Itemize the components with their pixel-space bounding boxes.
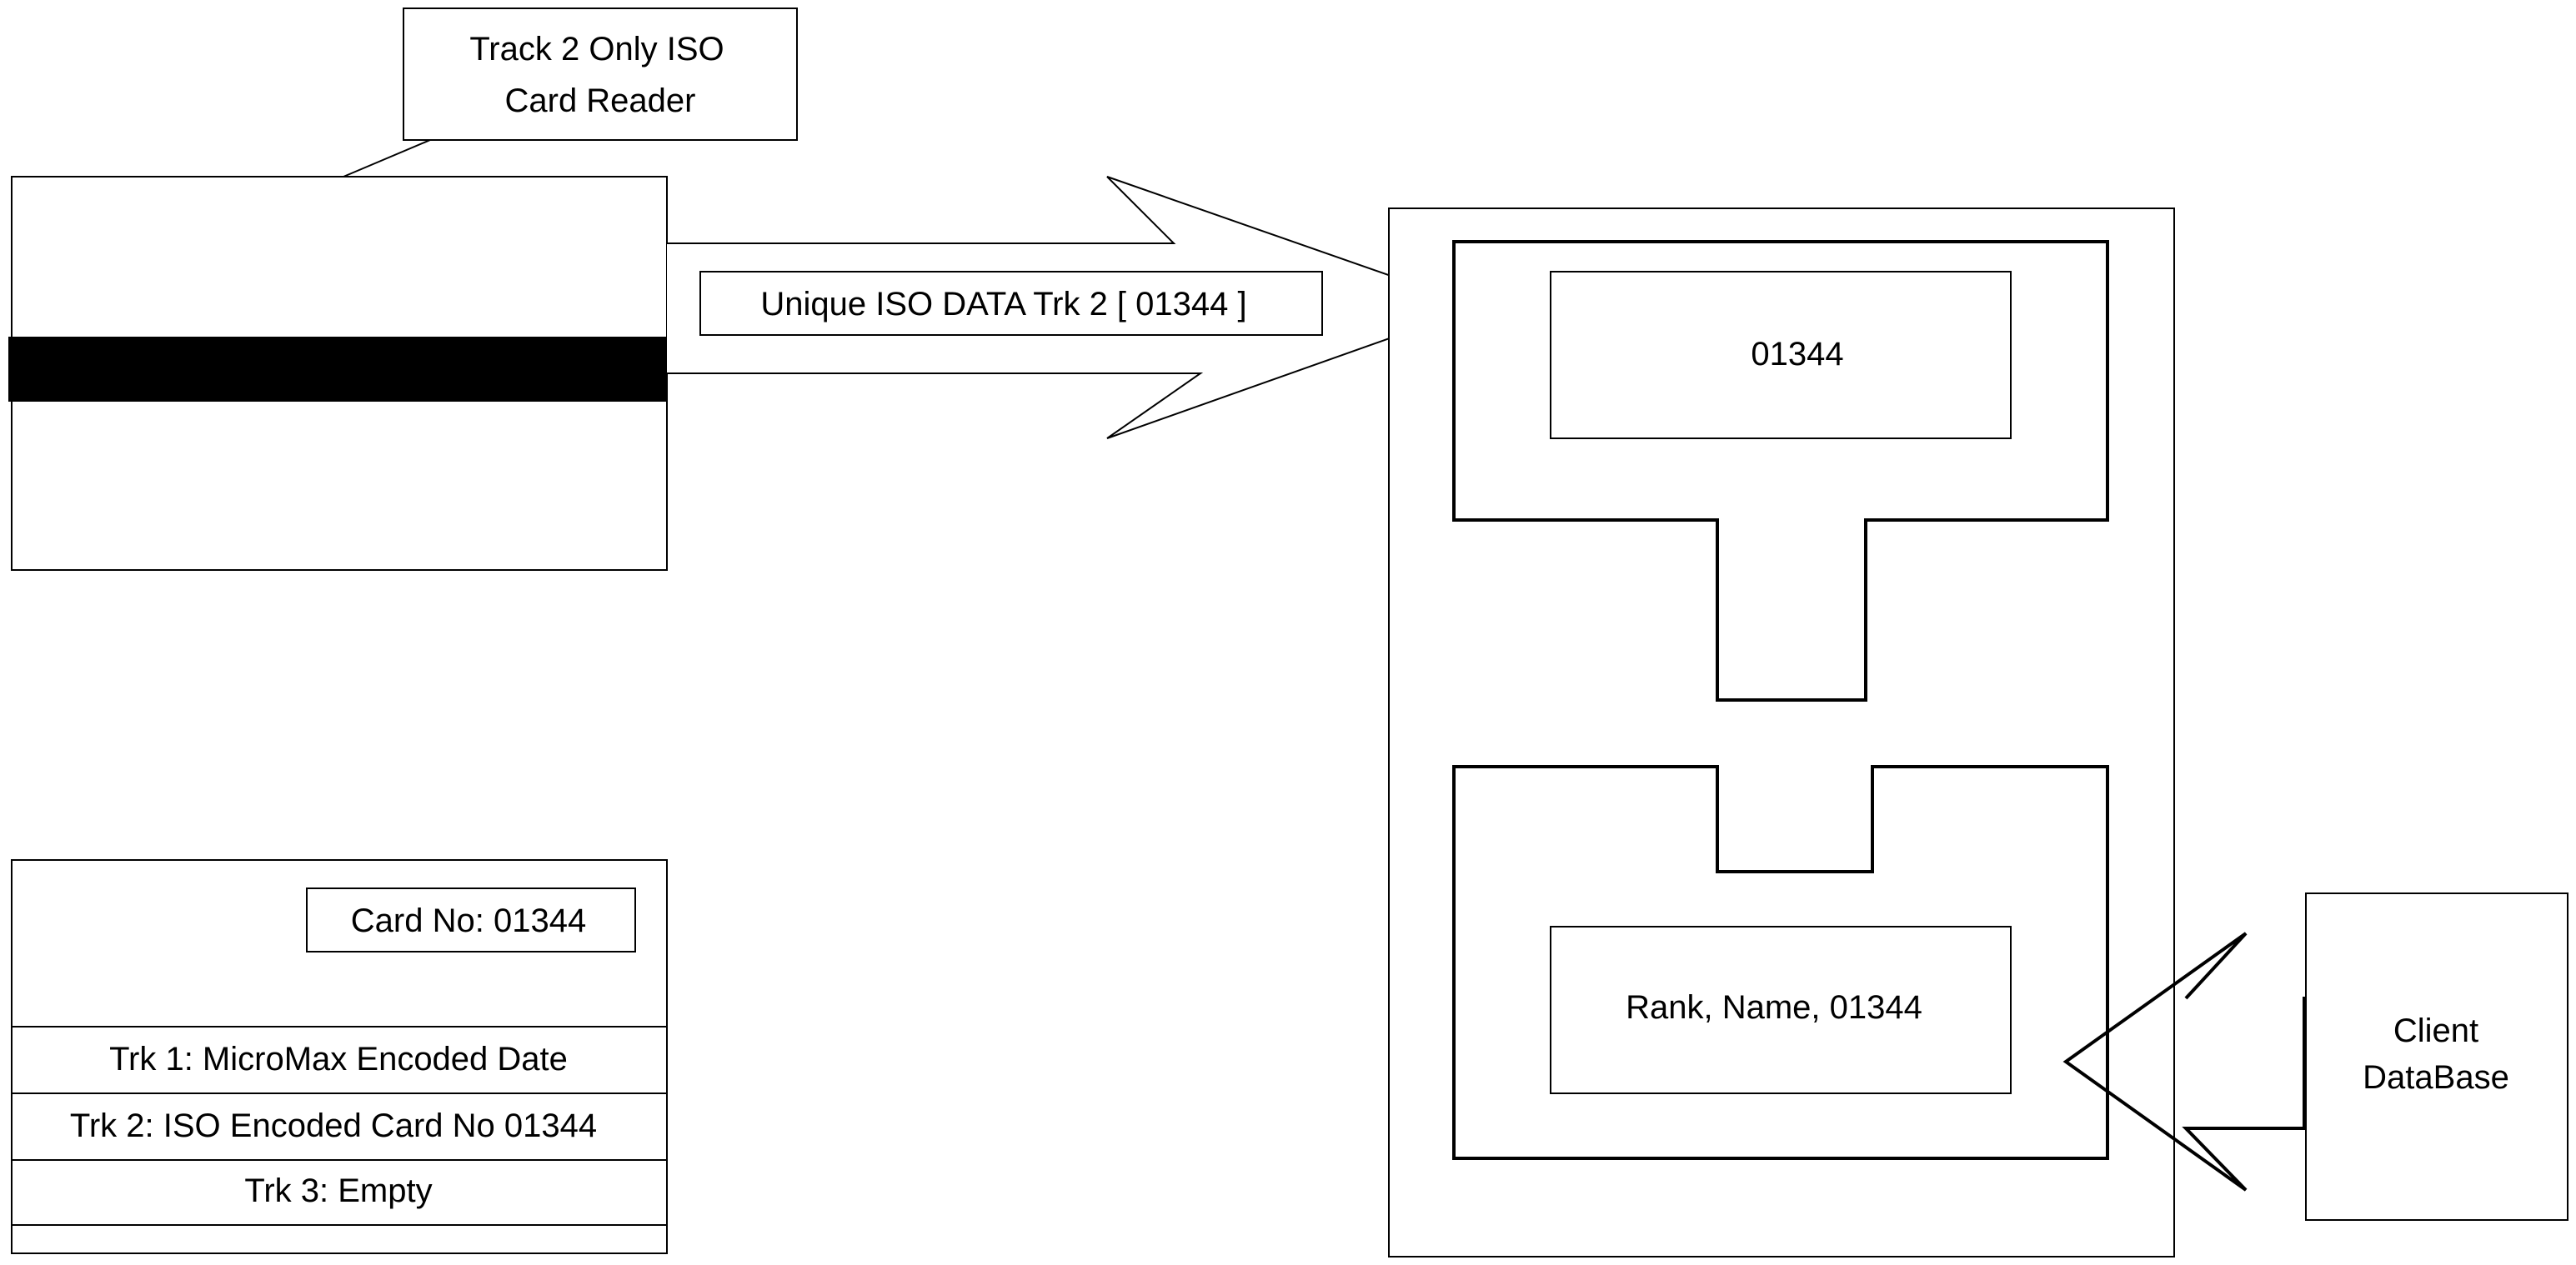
bottom-display-value: Rank, Name, 01344 [1626,989,1922,1026]
card-number: Card No: 01344 [351,902,586,939]
card-back: Card No: 01344 Trk 1: MicroMax Encoded D… [11,859,668,1254]
top-display-box [1550,271,2012,439]
card-reader-callout: Track 2 Only ISO Card Reader [343,8,798,178]
client-database-line2: DataBase [2363,1059,2509,1096]
terminal-top-unit: 01344 [1452,240,2109,702]
card-reader-label-box [403,8,798,141]
data-transfer-arrow: Unique ISO DATA Trk 2 [ 01344 ] [667,176,1482,439]
client-database-line1: Client [2393,1012,2478,1049]
magnetic-stripe [8,337,667,402]
client-database-box [2305,892,2568,1221]
track-3-label: Trk 3: Empty [244,1172,432,1209]
track-2-label: Trk 2: ISO Encoded Card No 01344 [70,1108,597,1144]
bottom-display-box [1550,926,2012,1094]
arrow-label-box [699,271,1323,336]
card-reader-label-line2: Card Reader [504,82,695,119]
terminal-bottom-unit: Rank, Name, 01344 [1452,765,2109,1160]
arrow-label: Unique ISO DATA Trk 2 [ 01344 ] [760,286,1246,322]
database-arrow-shape [2062,932,2306,1192]
card-number-box [306,888,636,952]
card-reader-label-line1: Track 2 Only ISO [469,31,724,68]
swipe-card [8,176,668,571]
track-1-label: Trk 1: MicroMax Encoded Date [109,1041,568,1078]
database-arrow [2062,932,2306,1192]
card-reader-leader-line [343,139,431,178]
top-display-value: 01344 [1751,336,1843,372]
client-database: Client DataBase [2305,892,2568,1221]
